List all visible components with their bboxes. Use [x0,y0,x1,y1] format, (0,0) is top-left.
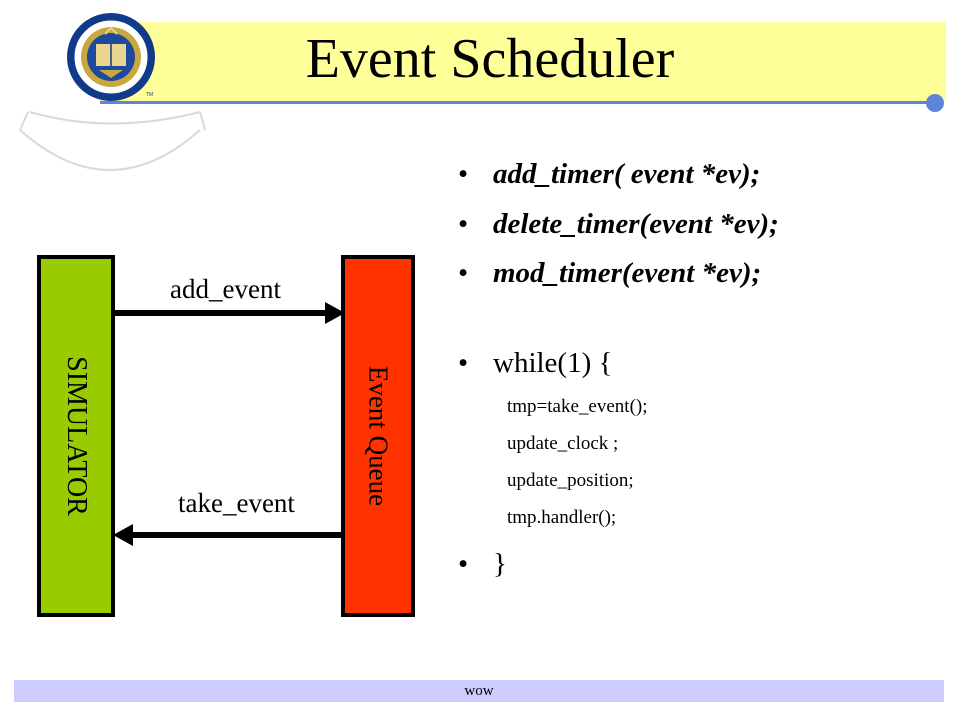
take-event-label: take_event [178,488,295,518]
bullet-text: } [493,548,507,580]
bullet-text: add_timer( event *ev); [493,158,761,190]
bullet-dot: • [458,548,469,580]
take-event-arrowhead [113,524,133,546]
footer-bar: wow [14,680,944,702]
title-underline [100,101,930,104]
add-event-label: add_event [170,274,281,304]
svg-text:TM: TM [146,92,153,98]
bullet-dot: • [458,347,469,379]
title-underline-dot [926,94,944,112]
loop-body-line: update_clock ; [507,433,619,454]
loop-body-line: tmp.handler(); [507,507,617,528]
bullet-text: mod_timer(event *ev); [493,257,762,289]
title-banner [100,22,946,102]
simulator-box: SIMULATOR [37,255,115,617]
loop-body-line: update_position; [507,470,634,491]
add-event-arrowhead [325,302,345,324]
slide-title: Event Scheduler [305,28,675,90]
bullet-dot: • [458,158,469,190]
bullet-text: delete_timer(event *ev); [493,208,779,240]
bullet-dot: • [458,257,469,289]
bullet-dot: • [458,208,469,240]
svg-text:1868: 1868 [104,89,118,95]
bullet-text: while(1) { [493,347,613,379]
university-seal-logo: 1868 TM [19,13,206,171]
event-queue-box: Event Queue [341,255,415,617]
loop-body-line: tmp=take_event(); [507,396,648,417]
footer-text: wow [464,683,494,699]
